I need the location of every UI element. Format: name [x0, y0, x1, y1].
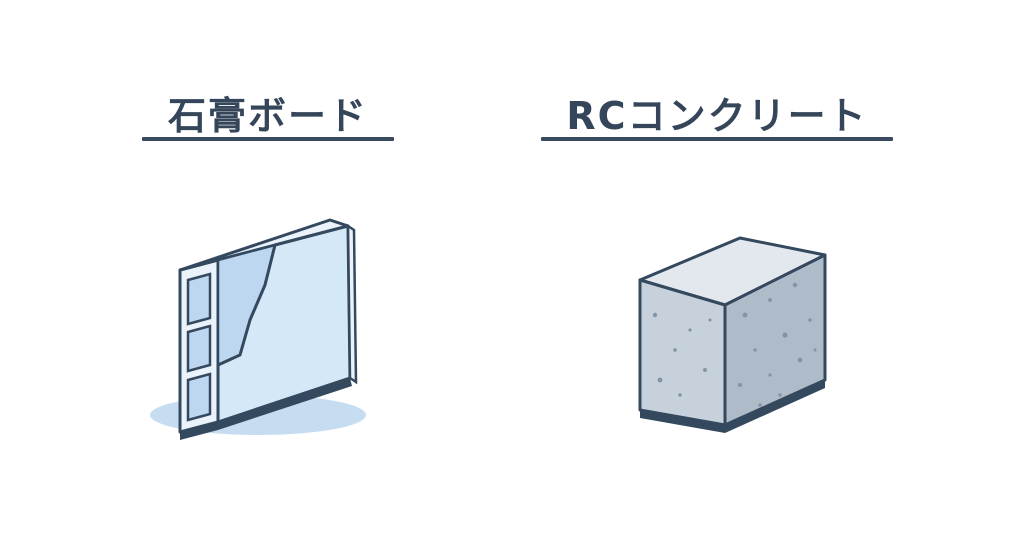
concrete-speckle — [782, 332, 788, 338]
concrete-speckle — [778, 393, 782, 397]
gypsum-wall-right-edge — [346, 223, 358, 385]
rc-concrete-title-underline — [541, 137, 893, 141]
concrete-speckle — [703, 368, 707, 372]
concrete-speckle — [742, 312, 748, 318]
gypsum-stud-cell-2 — [186, 324, 212, 373]
concrete-speckle — [688, 328, 692, 332]
concrete-speckle — [813, 348, 817, 352]
concrete-speckle — [768, 373, 772, 377]
gypsum-stud-cell-1 — [186, 272, 212, 326]
concrete-speckle — [678, 393, 682, 397]
rc-concrete-title: RCコンクリート — [566, 94, 868, 138]
concrete-speckle — [808, 318, 812, 322]
gypsum-board-title: 石膏ボード — [167, 94, 368, 138]
gypsum-board-wall-icon — [150, 218, 366, 440]
concrete-speckle — [797, 357, 803, 363]
concrete-speckle — [738, 383, 742, 387]
concrete-speckle — [792, 282, 798, 288]
concrete-speckle — [657, 377, 663, 383]
concrete-speckle — [768, 298, 772, 302]
concrete-front-face — [638, 278, 727, 427]
concrete-speckle — [652, 312, 658, 318]
concrete-speckle — [753, 348, 757, 352]
gypsum-stud-cell-3 — [186, 372, 212, 422]
gypsum-wall-base — [180, 378, 352, 440]
concrete-block-icon — [638, 236, 827, 433]
concrete-base-band — [640, 380, 825, 433]
concrete-speckle — [673, 348, 677, 352]
concrete-speckles — [652, 282, 817, 407]
concrete-speckle — [708, 318, 712, 322]
concrete-speckle — [758, 403, 762, 407]
gypsum-board-title-underline — [142, 137, 394, 141]
